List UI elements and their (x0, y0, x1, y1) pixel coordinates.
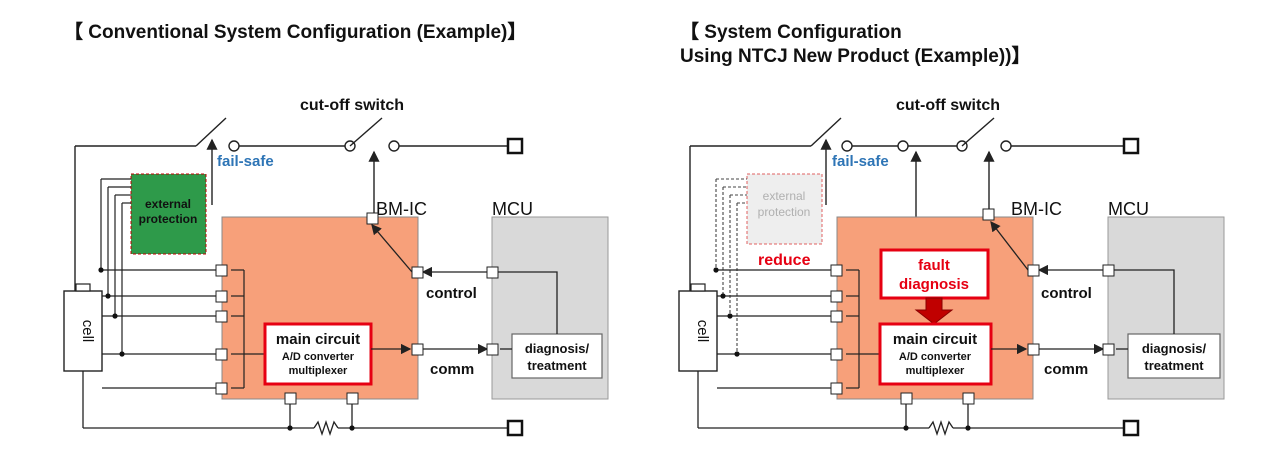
right-switch-line (689, 117, 1124, 291)
right-input-ports (830, 264, 843, 395)
left-bmic-label: BM-IC (376, 199, 427, 219)
right-diagnosis-label-2: treatment (1144, 358, 1204, 373)
right-fail-safe-label: fail-safe (832, 153, 889, 170)
left-bottom-wire (82, 371, 508, 437)
left-cell-label: cell (79, 320, 96, 343)
left-mcu-label: MCU (492, 199, 533, 219)
right-title-line1: 【 System Configuration (680, 22, 902, 43)
right-fault-diagnosis-label-1: fault (918, 257, 950, 274)
right-cell-taps (717, 269, 880, 389)
left-diagram: cut-off switch fail-safe external protec… (63, 97, 609, 437)
right-fault-down-arrow (914, 297, 954, 325)
right-external-protection-label-2: protection (758, 205, 811, 219)
right-main-circuit-sub-2: multiplexer (906, 365, 965, 377)
left-main-circuit-label: main circuit (276, 331, 360, 348)
right-cell-label: cell (694, 320, 711, 343)
right-bmic-top-port (982, 208, 995, 221)
left-bmic-top-port (366, 212, 379, 225)
right-protection-wires (715, 178, 747, 354)
right-main-circuit-box (878, 322, 993, 386)
right-bmic-label: BM-IC (1011, 199, 1062, 219)
right-fault-diagnosis-label-2: diagnosis (899, 276, 969, 293)
right-diagram: cut-off switch fail-safe external protec… (678, 97, 1225, 437)
left-external-protection-box (130, 173, 207, 255)
left-external-protection-label-1: external (145, 197, 191, 211)
left-terminal-top (506, 137, 524, 155)
left-diagnosis-box (511, 333, 603, 379)
left-input-ports (215, 264, 228, 395)
left-cut-off-switch-label: cut-off switch (300, 97, 404, 114)
left-protection-wires (100, 178, 131, 354)
left-terminal-bottom (506, 419, 524, 437)
left-diagnosis-label-1: diagnosis/ (525, 341, 590, 356)
left-main-circuit-sub-1: A/D converter (282, 351, 355, 363)
right-main-circuit-label: main circuit (893, 331, 977, 348)
left-fail-safe-label: fail-safe (217, 153, 274, 170)
right-external-protection-box (746, 173, 823, 245)
left-title: 【 Conventional System Configuration (Exa… (64, 22, 527, 43)
right-cut-off-switch-label: cut-off switch (896, 97, 1000, 114)
right-control-label: control (1041, 285, 1092, 302)
left-main-circuit-sub-2: multiplexer (289, 365, 348, 377)
right-reduce-label: reduce (758, 252, 811, 269)
right-external-protection-label-1: external (763, 189, 806, 203)
right-comm-label: comm (1044, 361, 1088, 378)
right-title-line2: Using NTCJ New Product (Example))】 (680, 46, 1031, 67)
right-terminal-bottom (1122, 419, 1140, 437)
right-fault-diagnosis-box (879, 248, 990, 300)
left-main-circuit-box (263, 322, 373, 386)
left-comm-label: comm (430, 361, 474, 378)
right-bottom-wire (697, 371, 1124, 437)
right-diagnosis-label-1: diagnosis/ (1142, 341, 1207, 356)
right-main-circuit-sub-1: A/D converter (899, 351, 972, 363)
right-terminal-top (1122, 137, 1140, 155)
left-control-label: control (426, 285, 477, 302)
left-external-protection-label-2: protection (139, 212, 198, 226)
right-mcu-label: MCU (1108, 199, 1149, 219)
left-diagnosis-label-2: treatment (527, 358, 587, 373)
left-switch-line (74, 117, 508, 291)
